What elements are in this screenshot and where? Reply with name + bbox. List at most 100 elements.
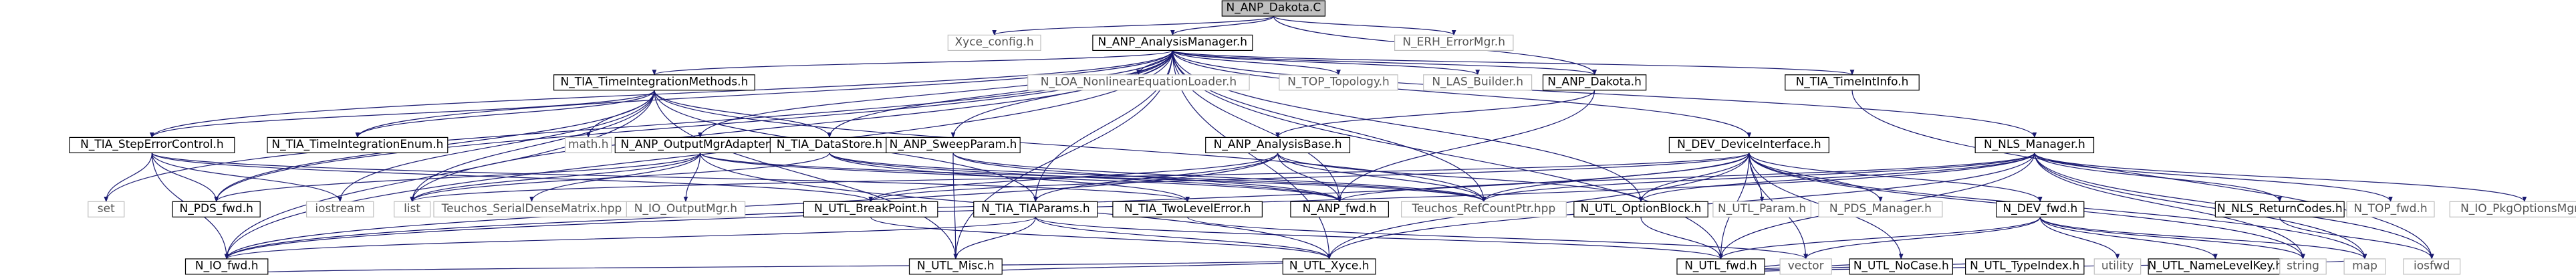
node-tia_stepcontrol[interactable]: N_TIA_StepErrorControl.h [69, 136, 235, 153]
edge-root-to-xyce_config [992, 15, 1275, 36]
node-label: N_ANP_Dakota.h [1547, 75, 1642, 88]
node-nls_returncodes[interactable]: N_NLS_ReturnCodes.h [2214, 201, 2345, 217]
edge-nls_manager-to-nls_returncodes [2034, 153, 2283, 203]
node-dev_fwd[interactable]: N_DEV_fwd.h [1996, 201, 2085, 217]
node-box [2449, 201, 2576, 217]
edge-dev_fwd-to-string [2039, 217, 2305, 260]
node-box [1221, 0, 1326, 17]
edge-tia_datastore-to-tia_twolevelerror [829, 153, 1190, 203]
node-analysis_manager[interactable]: N_ANP_AnalysisManager.h [1092, 34, 1253, 52]
node-label: N_DEV_fwd.h [2003, 202, 2078, 215]
edge-tia_tiaparams-to-utl_xyce [1035, 217, 1331, 260]
edge-nls_manager-to-map [2034, 153, 2367, 260]
node-anp_dakota_h[interactable]: N_ANP_Dakota.h [1542, 74, 1647, 91]
node-tia_datastore[interactable]: N_TIA_DataStore.h [769, 136, 890, 153]
edge-tia_timeintegmethods-to-tia_timeintegenum [355, 90, 655, 139]
node-box [947, 34, 1041, 52]
edge-dev_deviceinterface-to-dev_fwd [1749, 153, 2043, 203]
edge-anp_outputmgradapter-to-list [410, 153, 701, 203]
edge-analysis_manager-to-tia_stepcontrol [150, 50, 1173, 139]
node-root[interactable]: N_ANP_Dakota.C [1221, 0, 1326, 17]
node-anp_fwd[interactable]: N_ANP_fwd.h [1290, 201, 1390, 217]
edge-anp_sweepparam-to-teuchos_rcp [952, 153, 1487, 203]
edge-tia_stepcontrol-to-iostream [151, 153, 343, 203]
node-io_outputmgr: N_IO_OutputMgr.h [626, 201, 746, 217]
node-io_fwd[interactable]: N_IO_fwd.h [184, 258, 269, 275]
node-box [1818, 201, 1943, 217]
node-box [908, 258, 1003, 275]
node-tia_twolevelerror[interactable]: N_TIA_TwoLevelError.h [1112, 201, 1263, 217]
edge-dev_deviceinterface-to-pds_manager [1749, 153, 1883, 203]
node-box [1092, 34, 1253, 52]
node-utl_fwd[interactable]: N_UTL_fwd.h [1676, 258, 1765, 275]
edge-analysis_manager-to-nls_manager [1172, 50, 2037, 139]
node-label: N_ANP_fwd.h [1303, 202, 1377, 215]
node-label: Teuchos_RefCountPtr.hpp [1412, 202, 1556, 215]
node-dev_deviceinterface[interactable]: N_DEV_DeviceInterface.h [1668, 136, 1829, 153]
node-pds_fwd[interactable]: N_PDS_fwd.h [172, 201, 261, 217]
node-label: N_LAS_Builder.h [1432, 75, 1523, 88]
node-tia_tiaparams[interactable]: N_TIA_TIAParams.h [973, 201, 1098, 217]
node-top_fwd: N_TOP_fwd.h [2346, 201, 2435, 217]
node-label: N_TIA_TimeIntInfo.h [1796, 75, 1909, 88]
node-string: string [2279, 258, 2327, 275]
node-utl_xyce[interactable]: N_UTL_Xyce.h [1282, 258, 1376, 275]
node-tia_timeintegmethods[interactable]: N_TIA_TimeIntegrationMethods.h [553, 74, 755, 91]
node-box [1996, 201, 2085, 217]
node-box [564, 136, 612, 153]
node-utl_namelevelkey[interactable]: N_UTL_NameLevelKey.h [2148, 258, 2283, 275]
edge-tia_stepcontrol-to-utl_breakpoint [151, 152, 873, 203]
node-list: list [394, 201, 431, 217]
node-tia_timeintegenum[interactable]: N_TIA_TimeIntegrationEnum.h [267, 136, 448, 153]
node-label: N_UTL_NameLevelKey.h [2148, 259, 2283, 272]
node-box [1712, 201, 1811, 217]
node-utl_typeindex[interactable]: N_UTL_TypeIndex.h [1965, 258, 2085, 275]
node-label: math.h [568, 138, 609, 151]
node-label: N_UTL_OptionBlock.h [1581, 202, 1702, 215]
node-utl_breakpoint[interactable]: N_UTL_BreakPoint.h [803, 201, 938, 217]
node-box [1205, 136, 1351, 153]
node-box [2093, 258, 2142, 275]
node-label: N_TIA_TimeIntegrationMethods.h [560, 75, 748, 88]
node-anp_sweepparam[interactable]: N_ANP_SweepParam.h [886, 136, 1021, 153]
node-box [306, 201, 374, 217]
edge-anp_dakota_h-to-anp_analysisbase [1275, 90, 1595, 139]
edge-nls_manager-to-io_pkgoptionsmgr [2034, 153, 2527, 203]
edge-dev_fwd-to-utl_namelevelkey [2039, 217, 2218, 260]
node-box [184, 258, 269, 275]
node-label: N_TOP_Topology.h [1287, 75, 1390, 88]
edge-dev_fwd-to-vector [1803, 217, 2041, 260]
edge-tia_timeintinfo-to-iosfwd [1851, 90, 2434, 260]
edge-analysis_manager-to-tia_timeintegenum [355, 50, 1173, 139]
node-anp_outputmgradapter[interactable]: N_ANP_OutputMgrAdapter.h [614, 136, 786, 153]
node-box [1779, 258, 1832, 275]
node-anp_analysisbase[interactable]: N_ANP_AnalysisBase.h [1205, 136, 1351, 153]
node-label: vector [1788, 259, 1824, 272]
node-utl_nocase[interactable]: N_UTL_NoCase.h [1849, 258, 1953, 275]
edge-dev_fwd-to-utl_fwd [1718, 217, 2041, 260]
node-utl_optionblock[interactable]: N_UTL_OptionBlock.h [1573, 201, 1708, 217]
edge-tia_stepcontrol-to-set [104, 153, 152, 203]
edge-tia_timeintegmethods-to-teuchos_rcp [654, 90, 1487, 203]
edge-tia_twolevelerror-to-vector [1187, 216, 1808, 260]
node-label: N_TIA_TimeIntegrationEnum.h [271, 138, 443, 151]
node-label: N_TOP_fwd.h [2353, 202, 2427, 215]
edge-utl_optionblock-to-utl_fwd [1640, 217, 1723, 260]
node-nls_manager[interactable]: N_NLS_Manager.h [1974, 136, 2095, 153]
node-utl_misc[interactable]: N_UTL_Misc.h [908, 258, 1003, 275]
node-label: N_PDS_fwd.h [179, 202, 253, 215]
edge-tia_datastore-to-list [410, 153, 830, 203]
node-box [172, 201, 261, 217]
edge-utl_misc-to-utl_xyce [955, 258, 1331, 275]
edge-nls_manager-to-string [2034, 153, 2305, 260]
node-box [1027, 74, 1250, 91]
edge-nls_manager-to-anp_fwd [1337, 152, 2035, 203]
node-box [2279, 258, 2327, 275]
node-tia_timeintinfo[interactable]: N_TIA_TimeIntInfo.h [1785, 74, 1920, 91]
node-box [1974, 136, 2095, 153]
edge-tia_tiaparams-to-utl_misc [953, 217, 1036, 260]
node-label: iostream [315, 202, 365, 215]
node-set: set [88, 201, 125, 217]
edge-anp_analysisbase-to-utl_optionblock [1277, 153, 1644, 203]
node-label: N_ANP_AnalysisManager.h [1098, 35, 1248, 49]
